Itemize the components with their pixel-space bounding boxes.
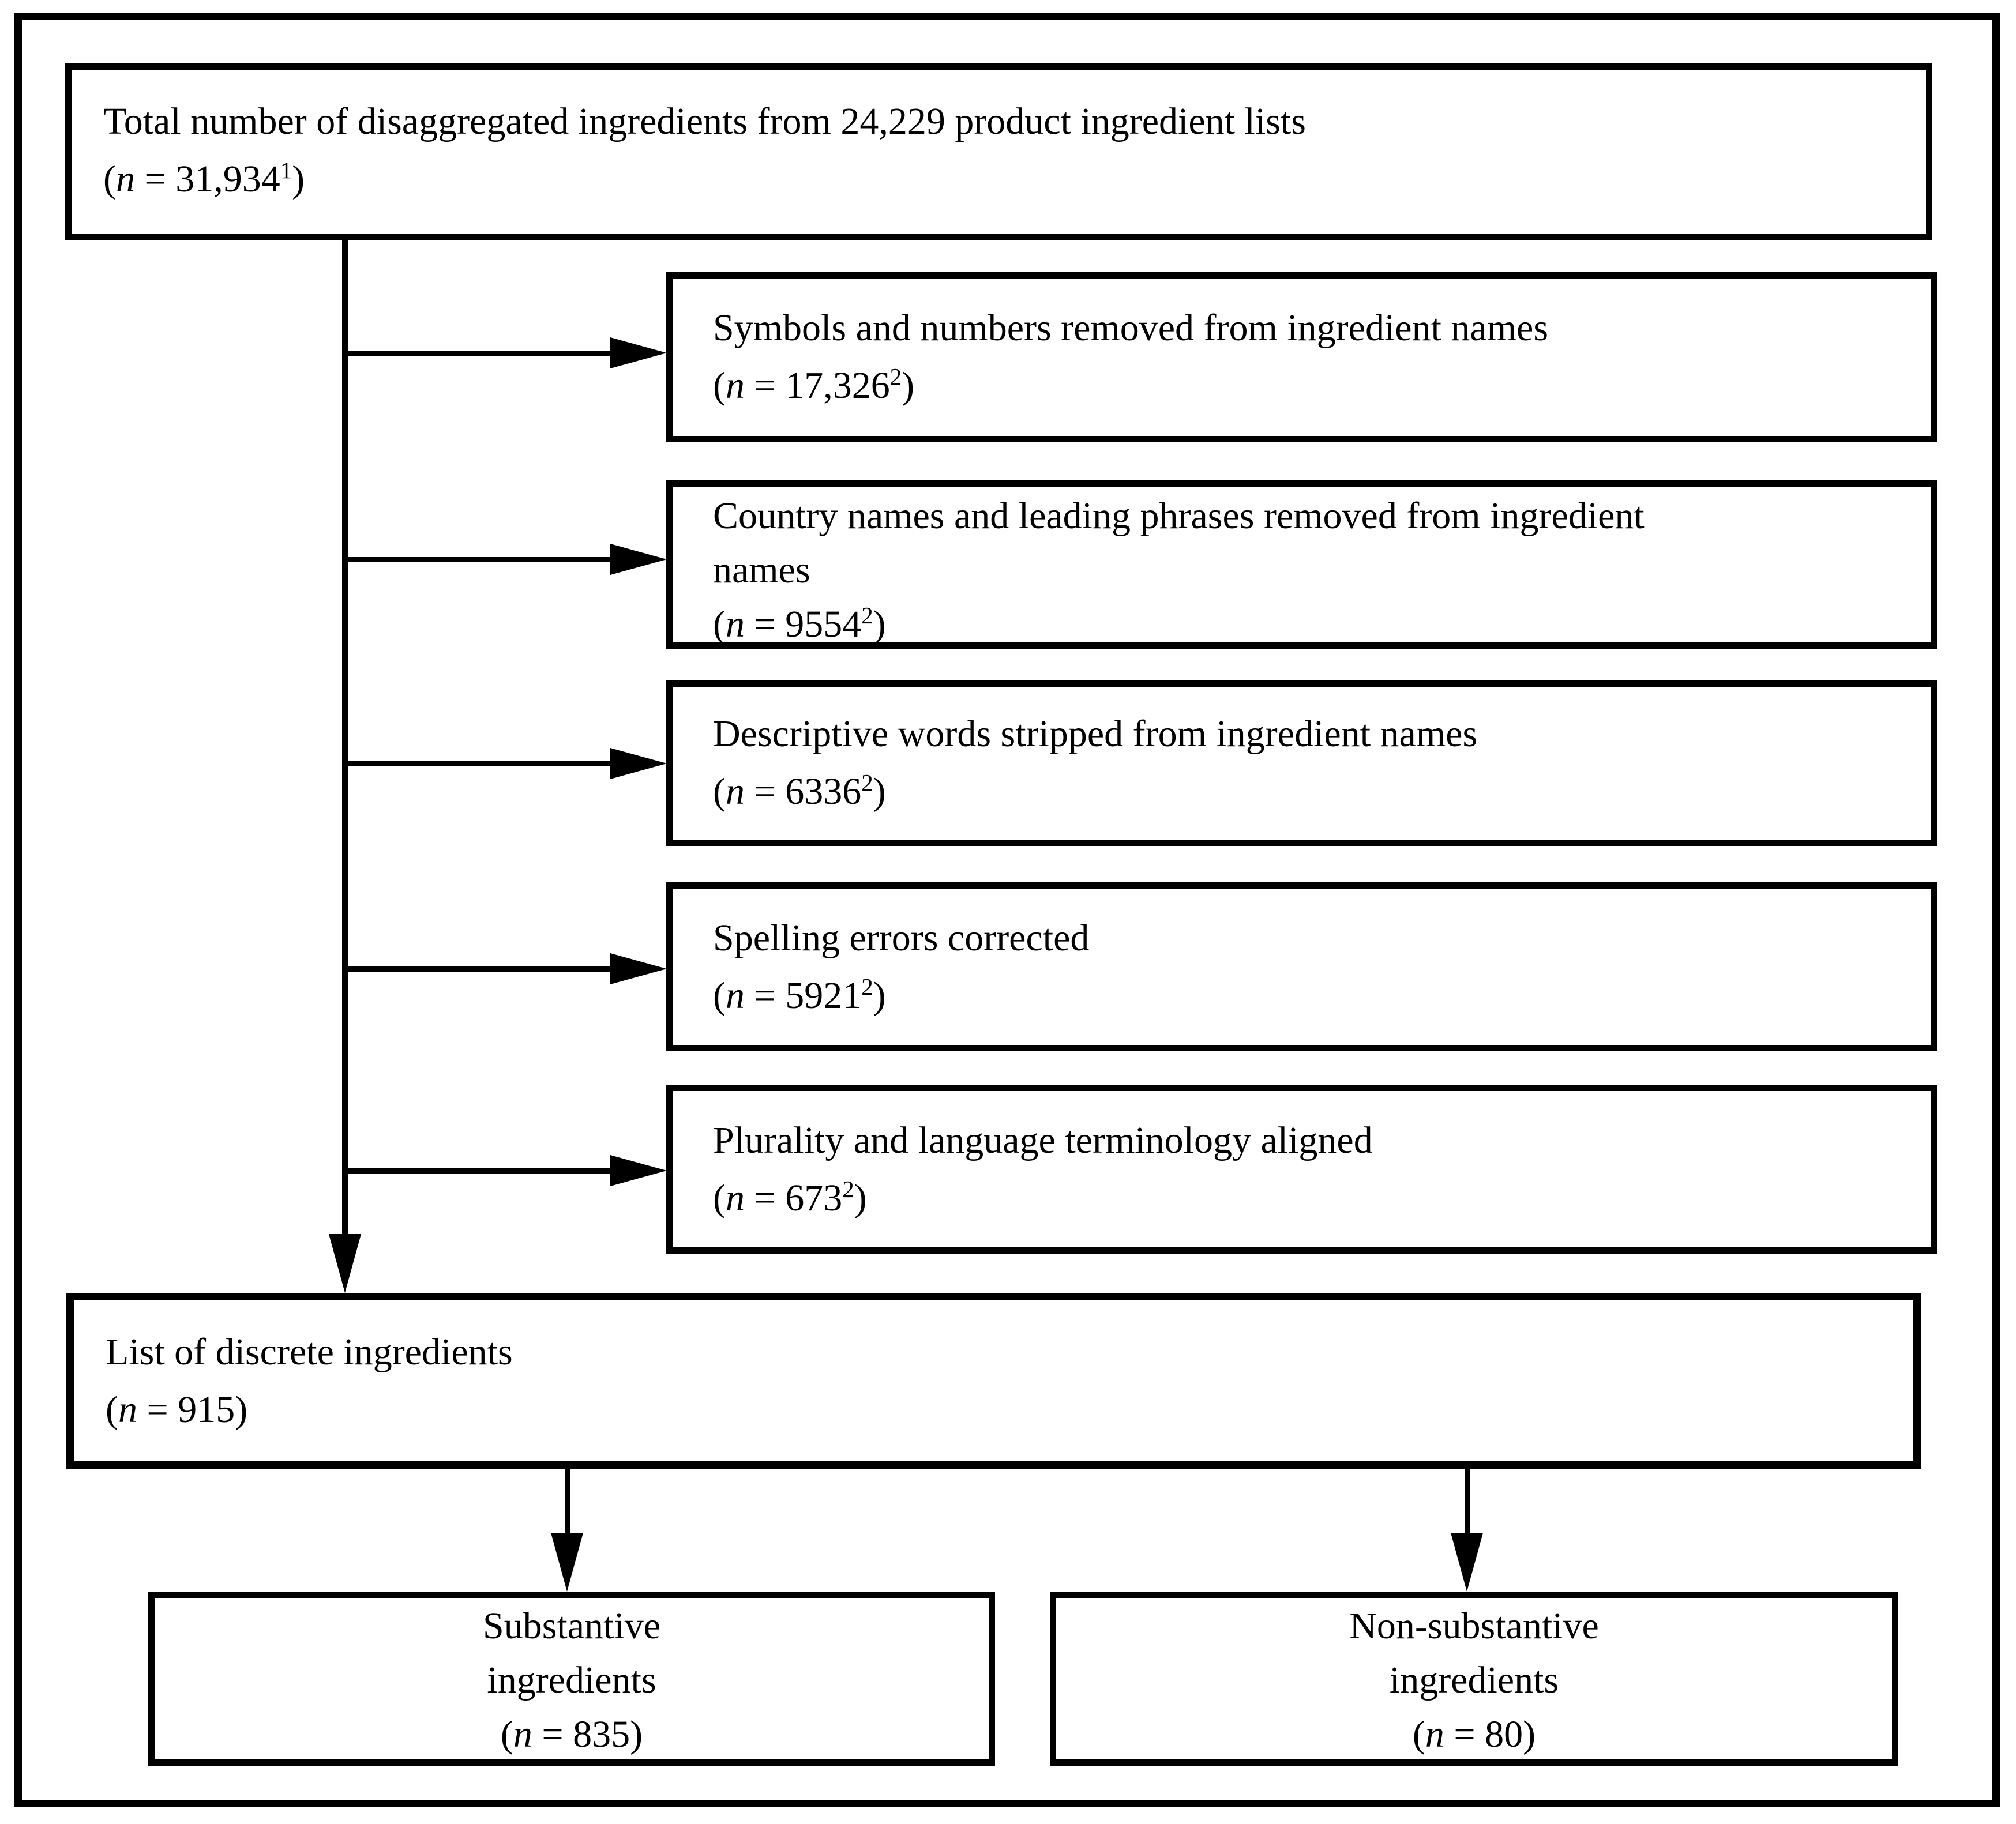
step-box-spelling: Spelling errors corrected (n = 59212) [666,882,1937,1051]
total-ingredients-box: Total number of disaggregated ingredient… [65,63,1932,240]
box-text: Spelling errors corrected [713,917,1090,959]
step-box-plurality: Plurality and language terminology align… [666,1085,1937,1254]
main-flow-line [342,240,348,1240]
branch-line-3 [342,761,614,766]
n-count: (n = 6732) [713,1176,867,1219]
n-count: (n = 31,9341) [103,157,305,200]
box-text: Substantive [483,1605,660,1647]
n-count: (n = 80) [1412,1713,1536,1755]
n-count: (n = 835) [500,1713,643,1755]
box-text: ingredients [1389,1659,1559,1701]
diagram-border [14,13,2000,1807]
branch-line-4 [342,966,614,972]
box-text: Descriptive words stripped from ingredie… [713,713,1478,755]
n-count: (n = 915) [106,1389,248,1431]
box-text: names [713,549,810,591]
step-box-descriptive-words: Descriptive words stripped from ingredie… [666,680,1937,846]
step-box-symbols: Symbols and numbers removed from ingredi… [666,272,1937,442]
box-text: Non-substantive [1349,1605,1599,1647]
box-text: ingredients [487,1659,656,1701]
n-count: (n = 17,3262) [713,364,915,407]
arrow-down-icon [551,1533,583,1592]
box-text: Plurality and language terminology align… [713,1119,1373,1161]
arrow-right-icon [610,1155,667,1186]
arrow-down-icon [1451,1533,1483,1592]
arrow-right-icon [610,337,667,368]
non-substantive-flow-line [1465,1469,1470,1538]
substantive-box: Substantive ingredients (n = 835) [148,1592,995,1766]
n-count: (n = 59212) [713,974,886,1017]
n-count: (n = 63362) [713,770,886,813]
non-substantive-box: Non-substantive ingredients (n = 80) [1050,1592,1898,1766]
discrete-ingredients-box: List of discrete ingredients (n = 915) [66,1293,1921,1469]
branch-line-2 [342,557,614,562]
branch-line-5 [342,1168,614,1174]
box-text: List of discrete ingredients [106,1331,513,1373]
step-box-country-names: Country names and leading phrases remove… [666,480,1937,649]
box-text: Country names and leading phrases remove… [713,495,1645,537]
box-text: Total number of disaggregated ingredient… [103,100,1306,142]
n-count: (n = 95542) [713,603,886,645]
arrow-right-icon [610,748,667,779]
branch-line-1 [342,351,614,356]
substantive-flow-line [565,1469,570,1538]
box-text: Symbols and numbers removed from ingredi… [713,307,1549,349]
arrow-down-icon [329,1234,361,1293]
arrow-right-icon [610,953,667,984]
arrow-right-icon [610,544,667,575]
